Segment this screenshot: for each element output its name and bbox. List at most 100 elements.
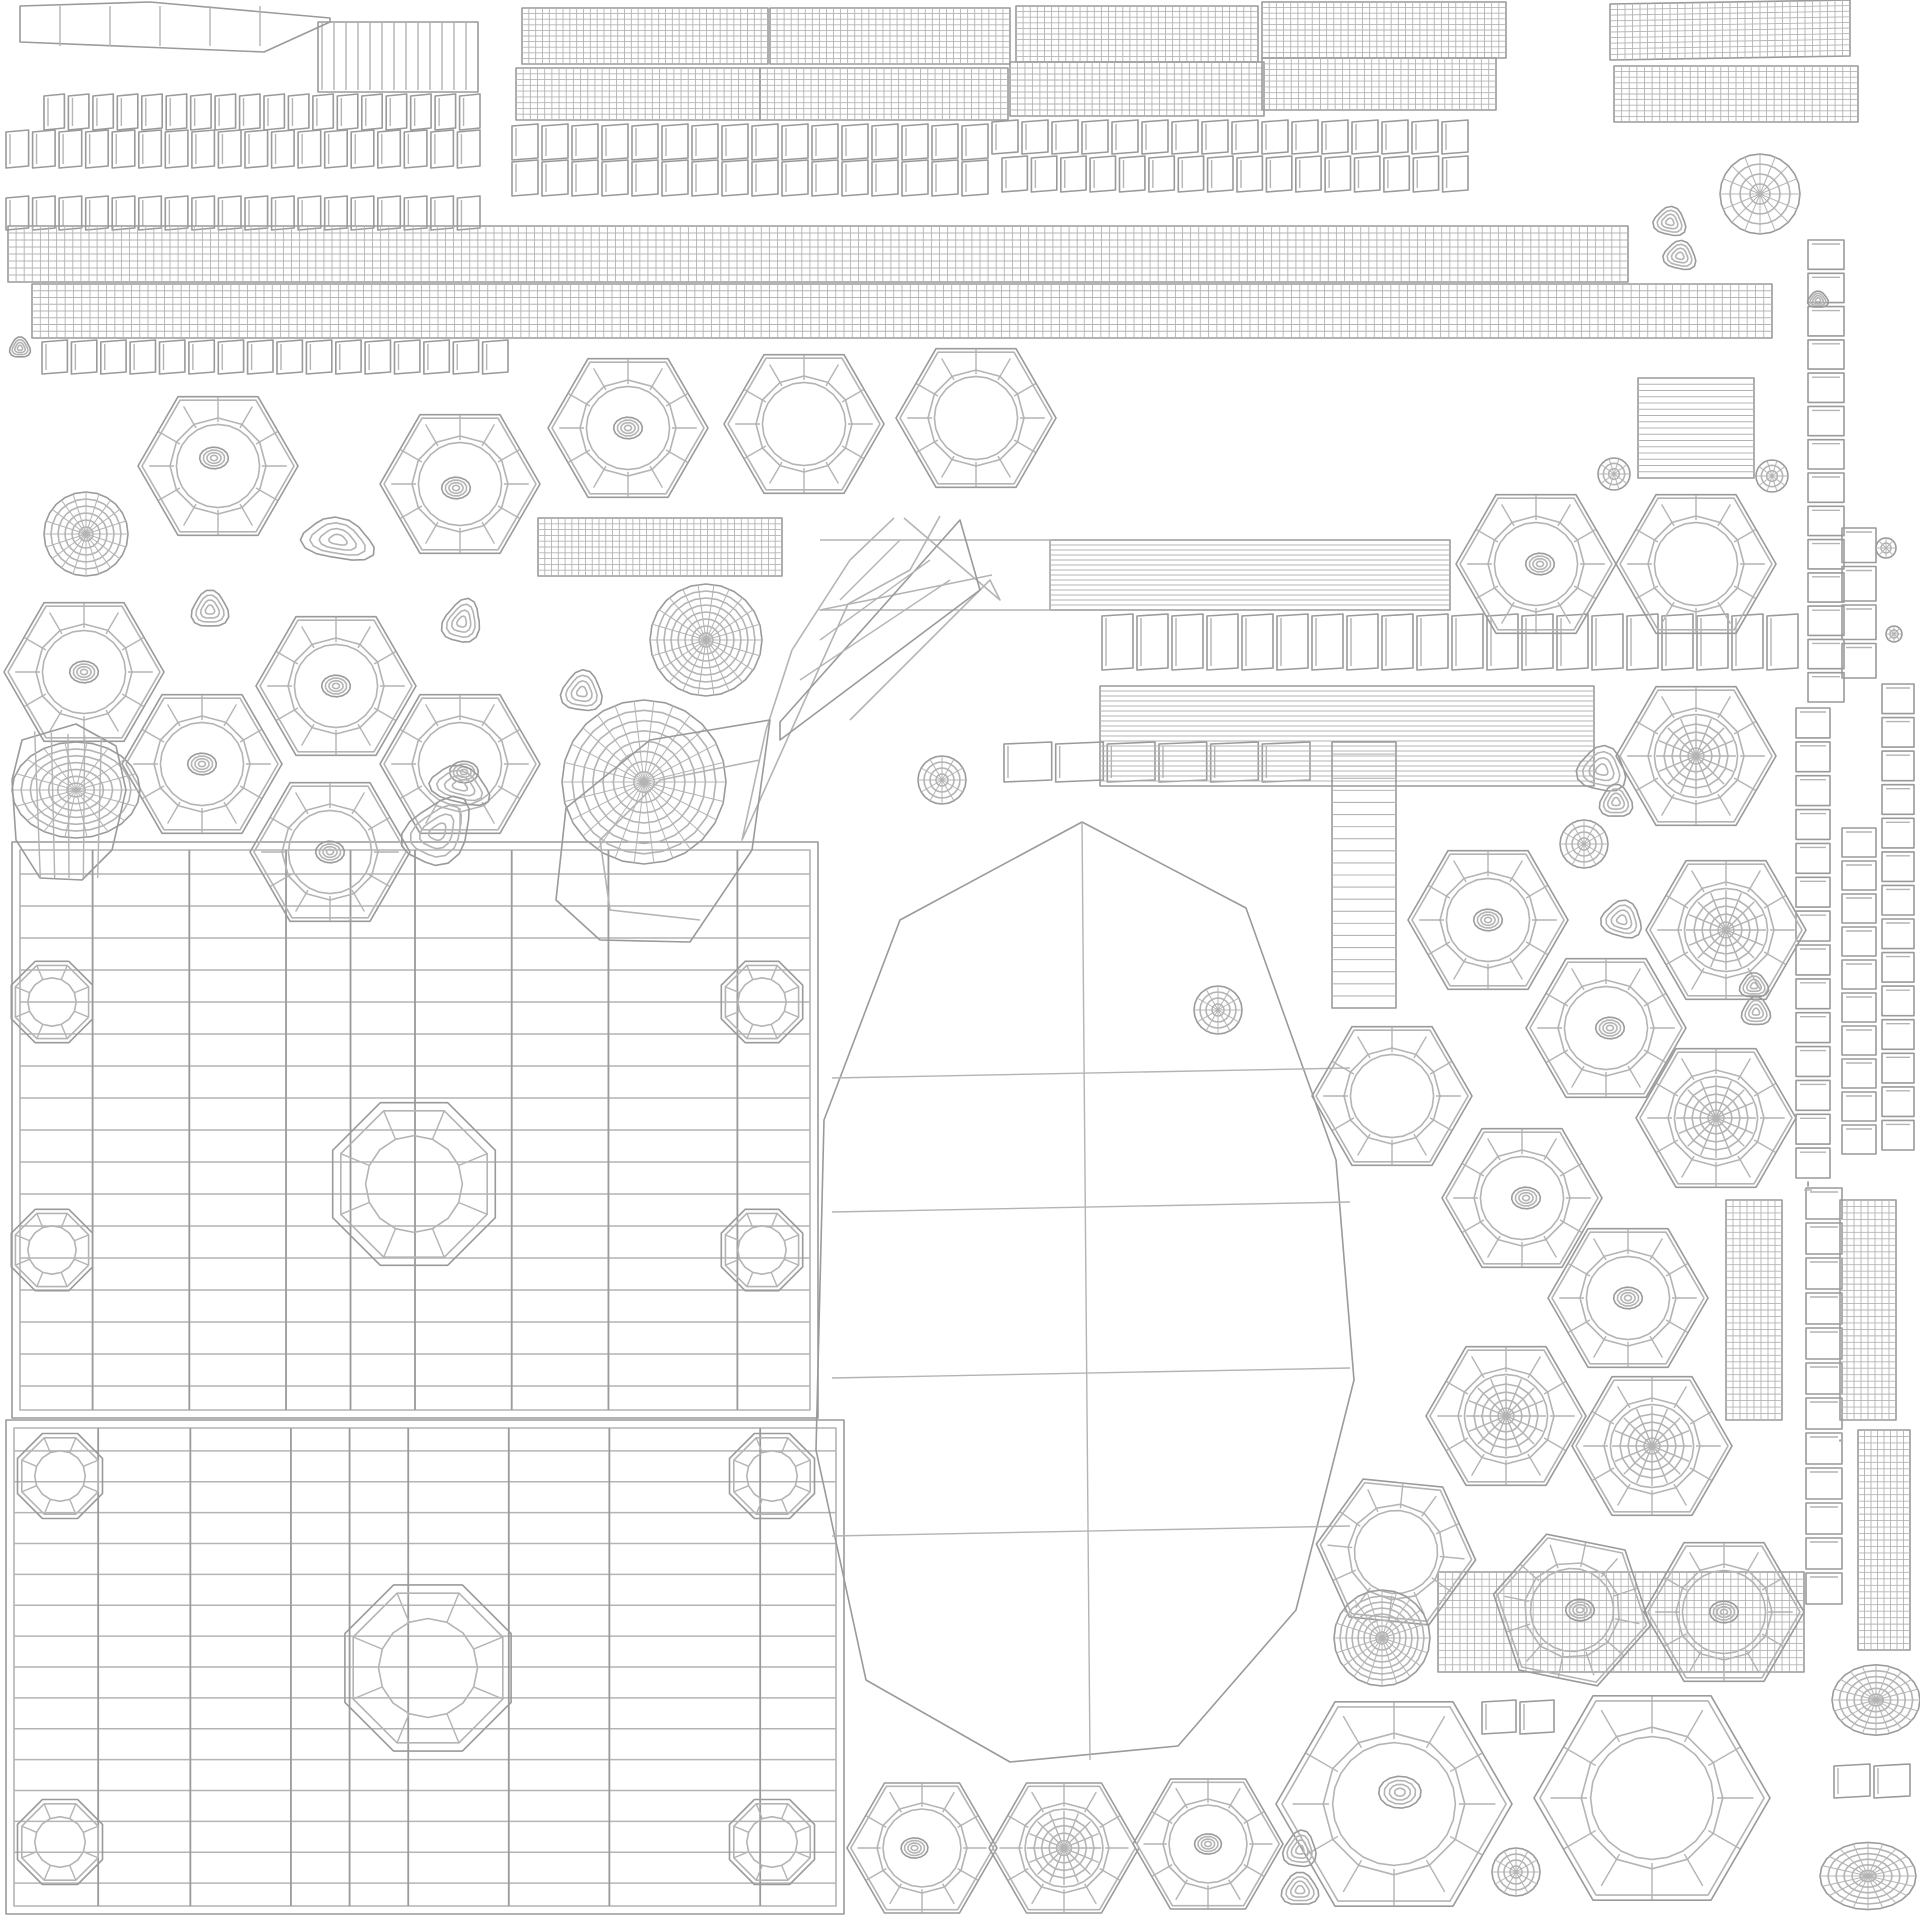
cap-ring	[1528, 555, 1552, 573]
column-cell	[1805, 1397, 1843, 1430]
strip-cell	[217, 195, 242, 231]
block-border	[317, 21, 479, 93]
dense-spoke	[1614, 1445, 1653, 1462]
hex-spoke	[1649, 1238, 1664, 1261]
disc-spoke	[1562, 831, 1585, 845]
cap-ring	[1605, 1024, 1615, 1032]
octagon-spoke	[733, 1825, 749, 1833]
hex-center-cap	[448, 760, 480, 784]
disc-spoke	[643, 705, 674, 783]
disc-spoke	[1885, 547, 1894, 556]
hex-outer-edge	[1615, 685, 1777, 827]
octagon-spoke	[746, 965, 754, 980]
hex-center-cap	[1612, 1286, 1644, 1310]
hex-spoke	[1504, 1595, 1530, 1602]
hex-outer-edge-inset	[1529, 961, 1683, 1095]
hex-spoke	[592, 368, 607, 391]
strip-cell	[1661, 613, 1694, 671]
disc-spoke	[941, 758, 955, 781]
strip-cell	[1206, 155, 1234, 193]
hex-spoke	[276, 650, 299, 665]
hex-ring-island	[379, 693, 541, 835]
hex-spoke	[1660, 504, 1675, 527]
octagon-spoke	[784, 1010, 799, 1018]
blob-outline	[1740, 996, 1772, 1026]
column-cell	[1841, 642, 1877, 679]
disc-spoke	[1722, 178, 1761, 195]
strip-cell	[511, 159, 539, 197]
lined-block-island	[1637, 377, 1755, 479]
blob-ring	[1294, 1884, 1306, 1895]
hex-outer-edge-inset	[992, 1785, 1137, 1911]
hex-spoke	[24, 636, 47, 651]
sheet-outline	[815, 821, 1355, 1763]
octagon-spoke	[431, 1110, 445, 1140]
hex-bore-ring	[1673, 1075, 1759, 1161]
octagon-spoke	[383, 1228, 397, 1258]
sheet-horizontal-seam	[831, 1201, 1351, 1213]
cap-ring	[1480, 913, 1496, 927]
disc-spoke	[1759, 156, 1776, 195]
column-cell	[1807, 372, 1845, 404]
disc-spoke	[1885, 540, 1894, 549]
hex-spoke	[1745, 1649, 1760, 1672]
strip-cell	[141, 93, 163, 131]
hex-spoke	[841, 445, 864, 460]
hex-spoke	[1462, 1219, 1485, 1234]
hex-spoke	[1509, 957, 1524, 980]
hex-spoke	[997, 358, 1012, 381]
cell-strip-island	[5, 129, 481, 169]
hex-center-cap	[1472, 908, 1504, 932]
hex-spoke	[1563, 1746, 1597, 1767]
hex-inner-ring	[876, 1802, 968, 1894]
hex-spoke	[1435, 1523, 1460, 1535]
hex-spoke	[1568, 1319, 1591, 1334]
blob-outline	[428, 764, 491, 807]
hex-ring-island	[1132, 1778, 1284, 1910]
column-cell	[1881, 683, 1915, 715]
dense-spoke	[1715, 1080, 1732, 1119]
column-cell	[1795, 707, 1831, 739]
octagon-spoke	[60, 1024, 68, 1039]
hex-spoke	[649, 465, 664, 488]
hex-spoke	[957, 1815, 979, 1828]
blob-ring	[1588, 757, 1615, 782]
strip-cell	[901, 123, 929, 161]
disc-spoke	[1196, 997, 1219, 1011]
blob-ring	[1610, 909, 1633, 930]
disc-spoke	[1759, 193, 1798, 210]
hex-spoke	[497, 728, 520, 743]
column-cell	[1881, 1086, 1915, 1118]
hex-outer-edge	[988, 1782, 1140, 1914]
dense-spoke	[1700, 1080, 1717, 1119]
column-cell	[1795, 1113, 1831, 1145]
strip-cell	[931, 159, 959, 197]
hex-center-cap	[320, 674, 352, 698]
hex-spoke	[916, 382, 939, 397]
blob-ring	[1809, 292, 1827, 307]
strip-cell	[691, 123, 719, 161]
dense-spoke	[1725, 929, 1755, 959]
strip-cell	[67, 93, 90, 131]
column-cell	[1841, 860, 1877, 891]
hex-spoke	[300, 626, 315, 649]
hex-ring-island	[1615, 685, 1777, 827]
disc-spoke	[1852, 1875, 1869, 1909]
hex-spoke	[351, 792, 366, 815]
panel-island	[11, 841, 819, 1419]
hex-spoke	[1557, 1652, 1564, 1678]
strip-cell	[350, 195, 375, 231]
cap-ring	[72, 663, 96, 681]
strip-cell	[961, 123, 989, 161]
hex-spoke	[182, 503, 197, 526]
disc-spoke	[1840, 1678, 1877, 1701]
disc-spoke	[1217, 997, 1240, 1011]
strip-cell	[191, 195, 216, 231]
octagon-spoke	[74, 986, 89, 994]
strip-cell	[1118, 155, 1146, 193]
blob-ring	[1285, 1876, 1315, 1902]
hex-outer-edge-inset	[1551, 1231, 1705, 1365]
hex-center-cap	[68, 660, 100, 684]
strip-cell	[1081, 119, 1109, 155]
hex-outer-edge-inset	[1445, 1131, 1599, 1265]
